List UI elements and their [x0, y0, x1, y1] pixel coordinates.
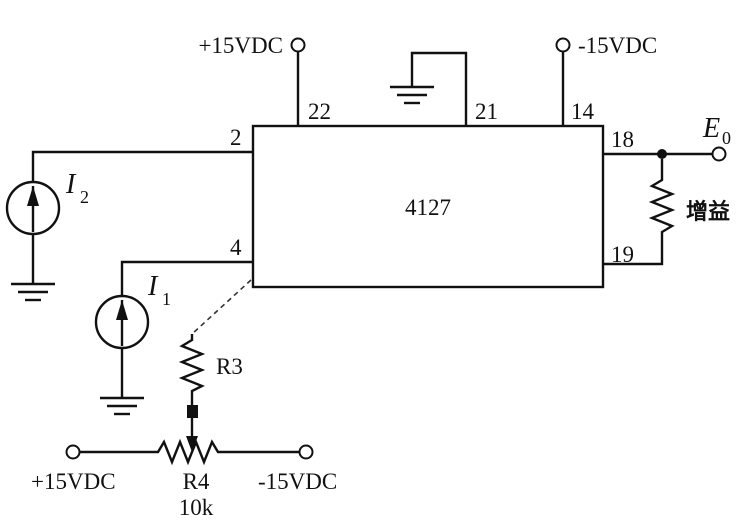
r4-wiper-arrow [186, 436, 198, 452]
ground-icon-i2 [11, 282, 55, 302]
top-positive-supply-terminal [290, 37, 306, 53]
ic-part-number: 4127 [405, 195, 451, 220]
top-positive-supply-label: +15VDC [198, 33, 283, 58]
pin-19-label: 19 [611, 242, 634, 267]
r3-wiper-junction [187, 405, 198, 418]
source-i1-subscript: 1 [162, 289, 171, 309]
bottom-positive-supply-label: +15VDC [31, 469, 116, 494]
resistor-r3 [178, 334, 206, 412]
pin-18-label: 18 [611, 127, 634, 152]
pin4-wire [120, 260, 253, 296]
pin-4-label: 4 [230, 235, 242, 260]
output-junction [657, 149, 667, 159]
ic-4127-body [251, 124, 605, 289]
pin2-wire [31, 150, 253, 182]
current-source-i2 [5, 180, 61, 236]
pin-14-label: 14 [571, 99, 595, 124]
source-i1-symbol: I [147, 271, 159, 302]
ground-icon-i1 [100, 396, 144, 416]
pin21-ground-wire [410, 51, 468, 126]
bottom-negative-supply-label: -15VDC [258, 469, 337, 494]
source-i2-subscript: 2 [80, 187, 89, 207]
top-negative-supply-label: -15VDC [578, 33, 657, 58]
pin-21-label: 21 [475, 99, 498, 124]
bottom-negative-supply-terminal [298, 444, 314, 460]
current-source-i1 [94, 294, 150, 350]
pin-2-label: 2 [230, 125, 242, 150]
pin-22-label: 22 [308, 99, 331, 124]
gain-resistor [603, 159, 676, 266]
resistor-r4-label: R4 [183, 469, 210, 494]
potentiometer-r4 [80, 438, 299, 466]
source-i2-symbol: I [65, 169, 77, 200]
bottom-positive-supply-terminal [65, 444, 81, 460]
resistor-r4-value: 10k [179, 495, 214, 520]
ground-icon-top [390, 85, 434, 105]
gain-resistor-label: 增益 [686, 199, 730, 225]
output-terminal [711, 146, 727, 162]
offset-link-dashed [191, 279, 252, 335]
output-subscript: 0 [722, 128, 731, 148]
resistor-r3-label: R3 [216, 354, 243, 379]
top-negative-supply-terminal [555, 37, 571, 53]
output-symbol: E [702, 113, 720, 144]
